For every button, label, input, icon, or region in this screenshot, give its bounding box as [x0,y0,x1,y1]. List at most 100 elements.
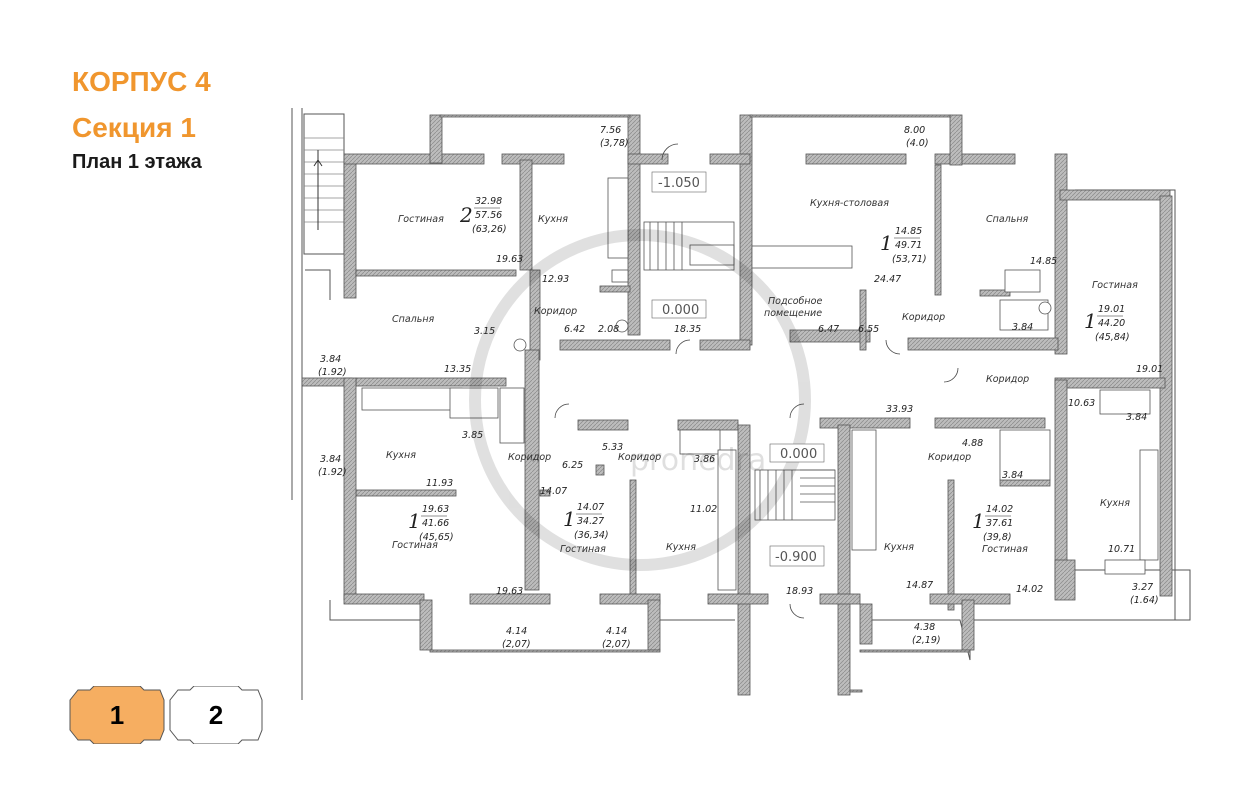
area-value: 24.47 [874,274,901,285]
walls [301,114,1173,696]
area-value: 6.42 [564,324,585,335]
apartment-summary: 1 19.01 44.20 (45,84) [1084,304,1130,343]
area-value: 3.84 [320,454,341,465]
room-label: Гостиная [560,544,606,555]
floor-tab-label: 1 [109,699,125,730]
area-value: 4.14 [606,626,627,637]
room-label: Спальня [392,314,435,325]
area-value: 19.63 [496,586,523,597]
balcony-areas: 7.56 (3,78) 8.00 (4.0) 3.84 (1.92) 3.84 … [318,125,1159,650]
apartment-summary: 1 14.85 49.71 (53,71) [880,226,927,265]
room-areas: 19.63 12.93 3.15 6.42 2.08 13.35 18.35 2… [426,254,1163,597]
area-value: 10.63 [1068,398,1095,409]
svg-text:34.27: 34.27 [577,516,604,527]
room-label: Кухня [884,542,914,553]
floor-tab-1[interactable]: 1 [68,686,166,744]
room-label: Коридор [986,374,1029,385]
svg-text:14.02: 14.02 [986,504,1013,515]
svg-text:1: 1 [972,509,985,533]
svg-text:1: 1 [563,507,576,531]
area-value: 18.93 [786,586,813,597]
area-value: 3.27 [1132,582,1153,593]
svg-text:1: 1 [1084,309,1097,333]
level-marks: -1.050 0.000 0.000 -0.900 [651,171,825,567]
room-label: Гостиная [392,540,438,551]
level-mark: 0.000 [780,447,817,462]
svg-text:19.63: 19.63 [422,504,449,515]
svg-text:32.98: 32.98 [475,196,502,207]
area-value: 14.85 [1030,256,1057,267]
area-value: (1.64) [1130,595,1159,606]
svg-text:14.07: 14.07 [577,502,604,513]
area-value: 3.84 [320,354,341,365]
room-label: Кухня [1100,498,1130,509]
area-value: (2,07) [602,639,631,650]
area-value: 3.84 [1002,470,1023,481]
area-value: (1.92) [318,467,347,478]
tab-shape [69,686,165,744]
svg-text:49.71: 49.71 [895,240,922,251]
tab-shape [169,686,263,744]
apartment-summary: 2 32.98 57.56 (63,26) [459,196,507,235]
area-value: 6.25 [562,460,583,471]
svg-text:41.66: 41.66 [422,518,449,529]
level-mark: -0.900 [775,550,817,565]
room-label: Кухня-столовая [810,198,889,209]
area-value: 4.38 [914,622,935,633]
area-value: 18.35 [674,324,701,335]
svg-text:19.01: 19.01 [1098,304,1125,315]
level-mark: -1.050 [658,176,700,191]
room-label: помещение [764,308,822,319]
apartment-summary: 1 14.07 34.27 (36,34) [563,502,609,541]
room-label: Кухня [538,214,568,225]
area-value: 2.08 [598,324,619,335]
svg-text:14.85: 14.85 [895,226,922,237]
fixtures [361,177,1159,591]
exterior-stair [303,113,345,255]
area-value: 14.87 [906,580,933,591]
svg-text:(53,71): (53,71) [892,254,927,265]
area-value: 5.33 [602,442,623,453]
apartment-summaries: 2 32.98 57.56 (63,26) 1 14.85 49.71 (53,… [408,196,1130,543]
svg-text:(39,8): (39,8) [983,532,1012,543]
svg-text:(45,65): (45,65) [419,532,454,543]
area-value: 4.14 [506,626,527,637]
room-label: Коридор [508,452,551,463]
room-label: Гостиная [1092,280,1138,291]
svg-text:37.61: 37.61 [986,518,1013,529]
area-value: (2,19) [912,635,941,646]
svg-text:(63,26): (63,26) [472,224,507,235]
room-label: Гостиная [982,544,1028,555]
apartment-summary: 1 19.63 41.66 (45,65) [408,504,454,543]
svg-text:1: 1 [880,231,893,255]
area-value: 14.07 [540,486,567,497]
area-value: (2,07) [502,639,531,650]
svg-text:pronedra: pronedra [630,443,766,478]
door-swings [554,143,959,619]
svg-text:(45,84): (45,84) [1095,332,1130,343]
stairwell [643,221,836,521]
area-value: (4.0) [906,138,929,149]
section-title: Секция 1 [72,112,196,143]
area-value: 3.85 [462,430,483,441]
room-label: Коридор [534,306,577,317]
room-label: Гостиная [398,214,444,225]
apartment-summary: 1 14.02 37.61 (39,8) [972,504,1013,543]
area-value: 4.88 [962,438,983,449]
area-value: 19.01 [1136,364,1163,375]
area-value: 3.84 [1126,412,1147,423]
area-value: (3,78) [600,138,629,149]
area-value: 12.93 [542,274,569,285]
area-value: 6.55 [858,324,879,335]
area-value: 19.63 [496,254,523,265]
room-label: Кухня [386,450,416,461]
area-value: 10.71 [1108,544,1135,555]
floor-plan-title: План 1 этажа [72,151,202,173]
floor-tab-2[interactable]: 2 [168,686,264,744]
level-mark: 0.000 [662,303,699,318]
area-value: 11.02 [690,504,717,515]
area-value: 6.47 [818,324,839,335]
area-value: (1.92) [318,367,347,378]
room-labels: Гостиная Кухня Кухня-столовая Спальня Го… [386,198,1138,555]
